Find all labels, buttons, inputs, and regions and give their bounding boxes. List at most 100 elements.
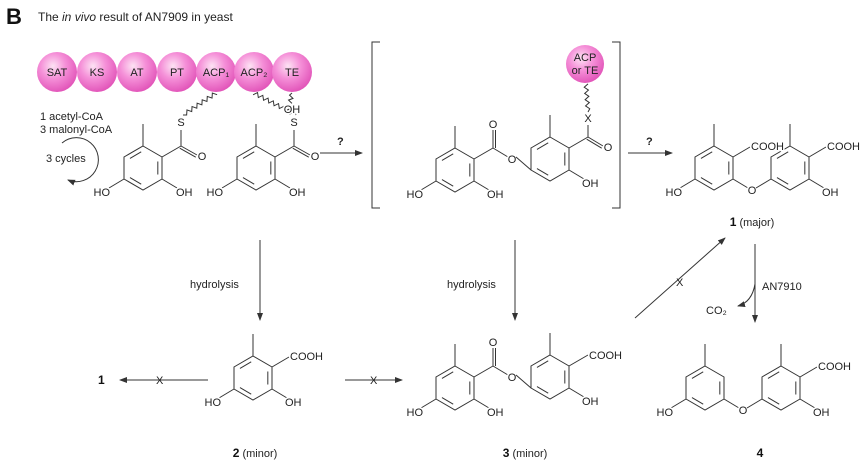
blocked-mark: X [370,375,378,387]
acp-or-te-label-1: ACP [574,52,597,64]
benzene-ring [123,145,163,191]
benzene-ring [236,145,276,191]
wavy-linker [583,83,591,113]
atom-label-oh: OH [487,407,504,419]
bond [161,178,178,189]
atom-label-ho: HO [205,397,222,409]
bond [180,145,198,156]
blocked-mark: X [156,375,164,387]
bond [679,178,696,189]
atom-label-ho: HO [207,187,224,199]
enzyme-label: AN7910 [762,281,802,293]
compound-2-label: 2 (minor) [233,446,278,460]
domain-label: TE [285,67,299,79]
atom-label-cooh: COOH [827,141,860,153]
bond [239,387,252,395]
bond [799,366,818,378]
compound-1-label: 1 (major) [730,215,775,229]
bond [420,398,437,409]
hydrolysis-label-1: hydrolysis [190,279,239,291]
atom-label-ho: HO [94,187,111,199]
atom-label-o: O [604,142,613,154]
bond [587,136,604,147]
bond [691,397,704,405]
bond [218,388,235,399]
benzene-ring [530,354,570,400]
bond [776,151,789,159]
panel-label: B [6,4,22,29]
bond [700,151,713,159]
bond [691,371,704,379]
bond [108,178,125,189]
wavy-linker [182,92,218,116]
atom-label-oh: OH [176,187,193,199]
domain-circle [157,52,197,92]
atom-label-cooh: COOH [751,141,784,153]
atom-label-ho: HO [407,189,424,201]
bond [129,151,142,159]
blocked-mark: X [676,277,684,289]
bond [271,356,290,368]
bond [568,136,589,149]
domain-circle [117,52,157,92]
atom-label-x: X [584,113,592,125]
atom-label-o: O [508,154,517,166]
compound-4-label: 4 [757,446,764,460]
atom-label-cooh: COOH [818,361,851,373]
bond [473,365,494,378]
figure-title: The in vivo result of AN7909 in yeast [38,10,233,24]
benzene-ring [435,147,475,193]
bond [767,397,780,405]
compound-3-label: 3 (minor) [503,446,548,460]
atom-label-oh: OH [285,397,302,409]
atom-label-oh: OH [487,189,504,201]
atom-label-ho: HO [666,187,683,199]
bond [723,398,740,409]
bond [239,361,252,369]
bond [568,387,585,398]
atom-label-oh: OH [582,178,599,190]
atom-label-cooh: COOH [589,350,622,362]
bond [808,146,827,158]
atom-label-o: O [739,405,748,417]
domain-label: ACP₂ [241,67,268,79]
bond [515,374,532,389]
atom-label-oh: OH [822,187,839,199]
atom-label-o: O [311,151,320,163]
bond [732,146,751,158]
benzene-ring [435,365,475,411]
bond [808,178,825,189]
bond [441,371,454,379]
bond [242,151,255,159]
bond [129,177,142,185]
benzene-ring [685,365,725,411]
bond [767,371,780,379]
atom-label-oh: OH [813,407,830,419]
bond [179,147,197,158]
blocked-arrow-3-to-1 [634,237,726,319]
bond [586,138,602,149]
atom-label-o: O [489,337,498,349]
benzene-ring [761,365,801,411]
co2-release-arrow [737,283,756,307]
bond [221,178,238,189]
wavy-linker [252,91,297,116]
atom-label-o: O [748,185,757,197]
bond [746,398,763,409]
acp-or-te-label-2: or TE [572,65,599,77]
cycles-label: 3 cycles [46,153,86,165]
bond [441,153,454,161]
left-bracket [371,41,380,209]
bond [536,360,549,368]
domain-circle [234,52,274,92]
bond [515,156,532,171]
bond [776,177,789,185]
atom-label-oh: OH [582,396,599,408]
hydrolysis-label-2: hydrolysis [447,279,496,291]
benzene-ring [233,355,273,401]
acp-or-te-domain [566,45,604,83]
bond [274,178,291,189]
bond [292,147,310,158]
